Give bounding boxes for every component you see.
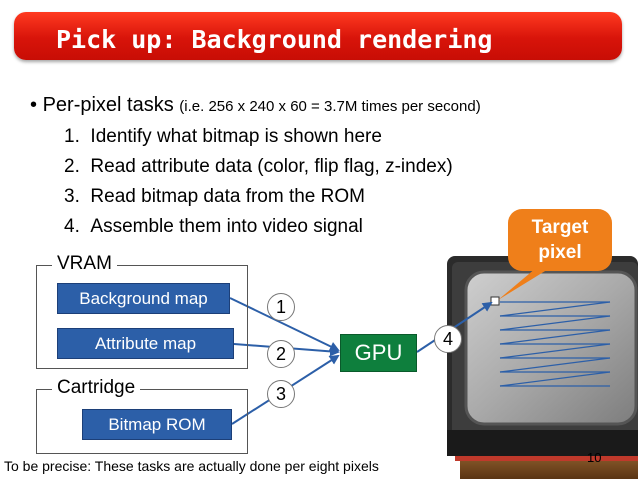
vram-label: VRAM [52, 253, 117, 275]
step-number: 4. [64, 216, 80, 237]
slide-title: Pick up: Background rendering [56, 25, 493, 54]
step-circle-2: 2 [267, 340, 295, 368]
step-text: Read attribute data (color, flip flag, z… [90, 156, 453, 177]
callout-pointer [498, 268, 550, 300]
step-circle-3: 3 [267, 380, 295, 408]
title-bar: Pick up: Background rendering [14, 12, 622, 60]
bullet-text: Per-pixel tasks [42, 94, 174, 116]
step-text: Assemble them into video signal [90, 216, 363, 237]
step-item: 4. Assemble them into video signal [64, 216, 363, 238]
step-item: 1. Identify what bitmap is shown here [64, 126, 382, 148]
step-number: 2. [64, 156, 80, 177]
step-number: 1. [64, 126, 80, 147]
gpu-box: GPU [340, 334, 417, 372]
step-text: Identify what bitmap is shown here [90, 126, 382, 147]
attribute-map-box: Attribute map [57, 328, 234, 359]
callout-line1: Target [531, 217, 589, 238]
bitmap-rom-box: Bitmap ROM [82, 409, 232, 440]
step-circle-4: 4 [434, 325, 462, 353]
cartridge-label: Cartridge [52, 377, 141, 399]
bullet-marker: • [30, 94, 38, 116]
callout-line2: pixel [538, 242, 582, 263]
arrow-1 [229, 297, 340, 352]
footnote: To be precise: These tasks are actually … [4, 458, 379, 474]
tv-icon [447, 256, 638, 479]
step-text: Read bitmap data from the ROM [90, 186, 365, 207]
background-map-box: Background map [57, 283, 230, 314]
vram-frame [36, 265, 248, 369]
step-number: 3. [64, 186, 80, 207]
step-circle-1: 1 [267, 293, 295, 321]
bullet-detail: (i.e. 256 x 240 x 60 = 3.7M times per se… [179, 98, 481, 115]
step-item: 2. Read attribute data (color, flip flag… [64, 156, 453, 178]
main-bullet: • Per-pixel tasks (i.e. 256 x 240 x 60 =… [30, 94, 481, 117]
step-item: 3. Read bitmap data from the ROM [64, 186, 365, 208]
page-number: 10 [587, 450, 602, 465]
cartridge-frame [36, 389, 248, 454]
target-pixel-callout: Target pixel [508, 209, 612, 271]
